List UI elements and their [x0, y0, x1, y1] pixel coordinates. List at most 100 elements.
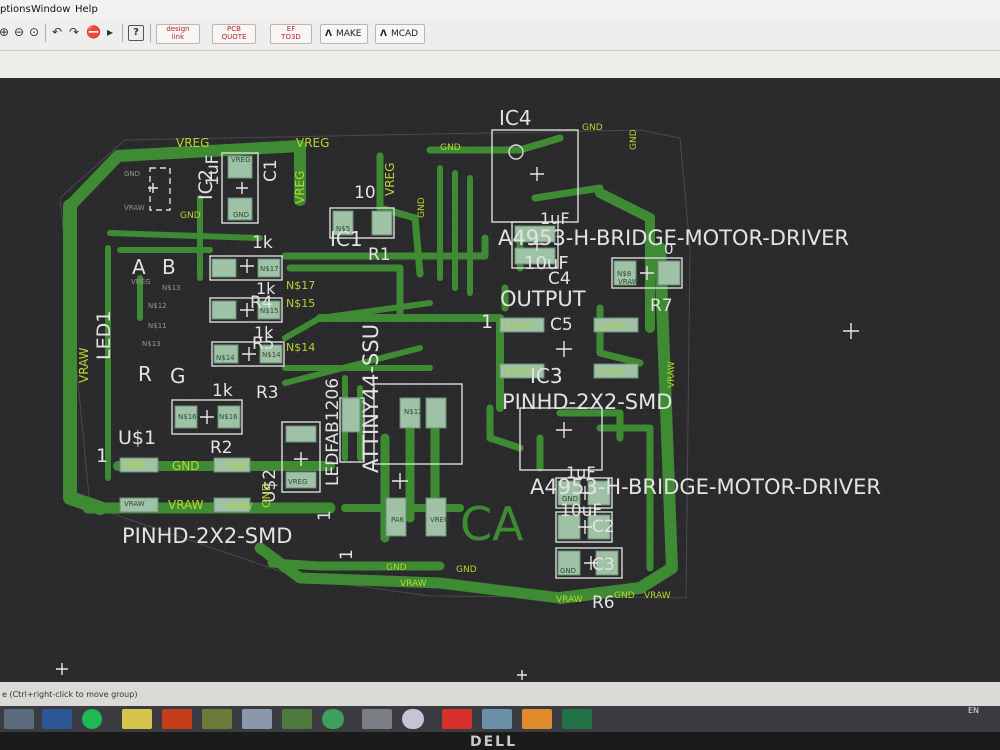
zoom-in-icon[interactable]: ⊕ [0, 25, 10, 39]
design-link-button[interactable]: design link [156, 24, 200, 44]
label-c1: C1 [261, 159, 281, 182]
taskbar-monitor-icon[interactable] [282, 709, 312, 729]
taskbar-xbox-icon[interactable] [322, 709, 344, 729]
label-ic2-1uf: 1uF [203, 155, 223, 186]
pad-a-out1: A_OUT1 [598, 368, 626, 376]
label-r6: R6 [592, 593, 615, 613]
taskbar-powerpoint-icon[interactable] [162, 709, 192, 729]
label-ledfab: LEDFAB1206 [323, 378, 343, 486]
label-10uf-top: 10uF [524, 253, 569, 274]
label-c3: C3 [592, 555, 615, 575]
net-gnd-2: GND [582, 123, 603, 133]
pcb-quote-button[interactable]: PCB QUOTE [212, 24, 256, 44]
zoom-out-icon[interactable]: ⊖ [13, 25, 25, 39]
taskbar-files-icon[interactable] [242, 709, 272, 729]
taskbar-spotify-icon[interactable] [82, 709, 102, 729]
label-r2-value: 1k [212, 381, 233, 401]
menu-window[interactable]: Window [31, 4, 71, 15]
dell-logo: DELL [470, 734, 518, 750]
stop-icon[interactable]: ⛔ [86, 25, 101, 39]
pad-n8: N$8 [617, 270, 631, 278]
label-c5: C5 [550, 315, 573, 335]
taskbar-chrome-icon[interactable] [442, 709, 472, 729]
label-ic4-part: A4953-H-BRIDGE-MOTOR-DRIVER [498, 226, 849, 250]
net-gnd-1: GND [440, 143, 461, 153]
label-u1: U$1 [118, 427, 156, 449]
design-link-label-2: link [171, 33, 185, 41]
toolbar-strip [0, 51, 1000, 78]
undo-icon[interactable]: ↶ [51, 25, 63, 39]
component-labels: IC4 A4953-H-BRIDGE-MOTOR-DRIVER 1uF 10uF… [93, 106, 881, 613]
label-r3-value: 1k [254, 323, 274, 342]
net-vraw-5: VRAW [556, 595, 583, 605]
net-labels: VREG VREG VREG VREG GND GND GND GND GND … [77, 123, 677, 605]
net-gnd-7: GND [629, 129, 639, 150]
label-ic3-part: A4953-H-BRIDGE-MOTOR-DRIVER [530, 475, 881, 499]
language-indicator[interactable]: EN [968, 706, 980, 715]
taskbar-sticky-notes-icon[interactable] [122, 709, 152, 729]
pad-vreg-isp: VREG [430, 516, 450, 524]
net-n17: N$17 [286, 279, 315, 292]
net-gnd-6: GND [260, 483, 273, 508]
menu-options[interactable]: ptions [0, 4, 31, 15]
taskbar-inkscape-icon[interactable] [522, 709, 552, 729]
ee-to-3d-label-2: TO3D [281, 33, 301, 41]
status-text: e (Ctrl+right-click to move group) [2, 690, 138, 699]
pad-n13-a: N$13 [162, 284, 181, 292]
go-icon[interactable]: ▸ [106, 25, 114, 39]
pad-n17: N$17 [260, 265, 279, 273]
pad-b-out1: B_OUT1 [506, 368, 534, 376]
zoom-select-icon[interactable]: ⊙ [28, 25, 40, 39]
taskbar-itunes-icon[interactable] [402, 709, 424, 729]
menu-bar: ptions Window Help [0, 0, 1000, 21]
label-r3: R3 [256, 383, 279, 403]
pad-pa6: PA6 [391, 516, 405, 524]
taskbar-excel-icon[interactable] [562, 709, 592, 729]
net-n14: N$14 [286, 341, 315, 354]
net-gnd-3: GND [417, 197, 427, 218]
pcb-canvas[interactable]: CA [0, 78, 1000, 682]
label-r2: R2 [210, 438, 233, 458]
label-ic1: IC1 [330, 227, 363, 251]
taskbar-eagle-icon[interactable] [202, 709, 232, 729]
pad-n16: N$16 [219, 413, 238, 421]
label-ic4: IC4 [499, 106, 532, 130]
pad-a-out2: A_OUT2 [598, 322, 626, 330]
net-gnd-5: GND [172, 459, 200, 473]
net-vraw-2: VRAW [168, 498, 204, 512]
label-attiny: ATTINY44-SSU [359, 324, 383, 473]
origin-crosses [56, 167, 859, 680]
pad-gnd-ic2b: GND [124, 170, 140, 178]
pcb-quote-label-1: PCB [227, 25, 241, 33]
taskbar-camera-icon[interactable] [362, 709, 392, 729]
label-c2: C2 [592, 517, 615, 537]
help-icon[interactable]: ? [128, 25, 144, 41]
menu-help[interactable]: Help [75, 4, 98, 15]
ca-silk-text: CA [460, 497, 524, 551]
net-vreg-2: VREG [296, 136, 329, 150]
board-drawing: CA [0, 78, 1000, 682]
label-led-r: R [138, 362, 152, 386]
taskbar-app-icon[interactable] [482, 709, 512, 729]
ee-to-3d-button[interactable]: EF TO3D [270, 24, 312, 44]
label-r7: R7 [650, 296, 673, 316]
taskbar-word-icon[interactable] [42, 709, 72, 729]
label-led1: LED1 [93, 311, 115, 360]
label-pinhd-input: PINHD-2X2-SMD [122, 524, 292, 548]
taskbar-start-icon[interactable] [4, 709, 34, 729]
pad-labels: VREG GND N$17 N$15 N$14 N$16 B_OUT2 A_OU… [124, 156, 639, 575]
label-ic2: IC2 [195, 169, 217, 200]
pad-gnd-r6: GND [560, 567, 576, 575]
net-vraw-6: VRAW [644, 591, 671, 601]
net-n15: N$15 [286, 297, 315, 310]
redo-icon[interactable]: ↷ [68, 25, 80, 39]
design-link-label-1: design [166, 25, 190, 33]
net-vreg-1: VREG [176, 136, 209, 150]
mcad-logo-icon: Λ [380, 29, 387, 39]
pad-gnd-ic2: GND [233, 211, 249, 219]
pad-n11: N$11 [148, 322, 167, 330]
net-vraw-3: VRAW [400, 579, 427, 589]
pad-n12: N$12 [148, 302, 167, 310]
